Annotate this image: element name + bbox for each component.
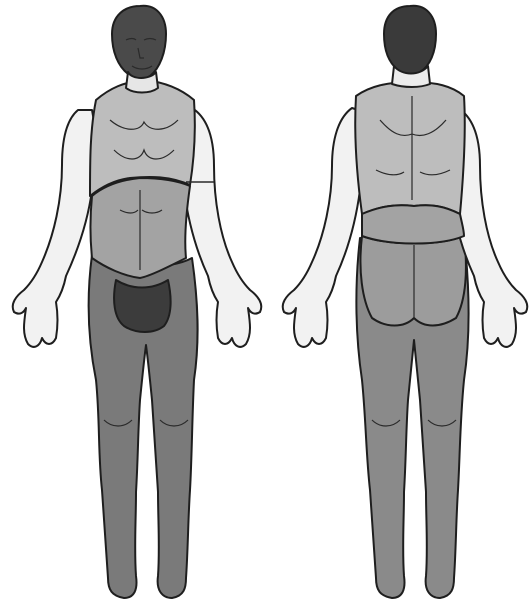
posterior-lower-back-region xyxy=(362,205,464,243)
posterior-upper-back-region xyxy=(355,82,465,214)
posterior-buttocks-region xyxy=(360,236,465,326)
posterior-left-arm xyxy=(283,108,363,347)
posterior-view xyxy=(283,6,528,598)
anterior-head xyxy=(112,6,166,79)
anterior-groin-region xyxy=(114,280,171,332)
anterior-view xyxy=(13,6,262,598)
posterior-head xyxy=(384,6,436,75)
anterior-right-arm xyxy=(13,110,96,347)
